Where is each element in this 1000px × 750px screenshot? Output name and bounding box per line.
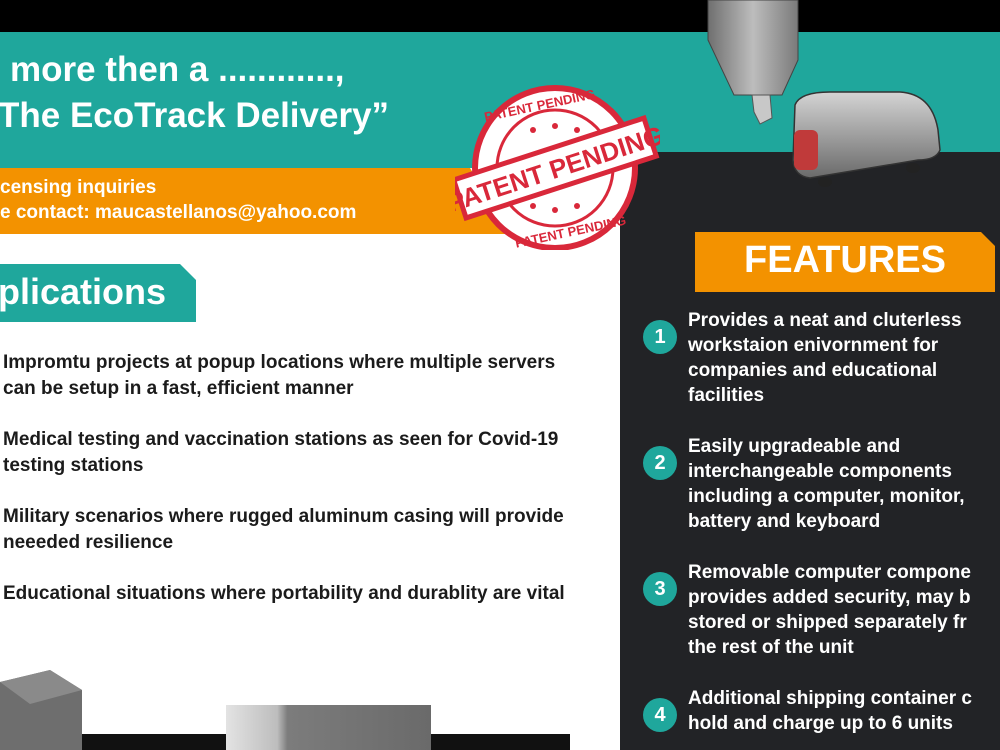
feature-text: Provides a neat and cluterless workstaio… — [688, 308, 1000, 408]
feature-line: interchangeable components — [688, 461, 952, 482]
contact-line-2: e contact: maucastellanos@yahoo.com — [0, 202, 357, 223]
list-item: Military scenarios where rugged aluminum… — [3, 506, 564, 553]
feature-text: Removable computer compone provides adde… — [688, 560, 1000, 660]
feature-line: the rest of the unit — [688, 637, 854, 658]
feature-line: including a computer, monitor, — [688, 486, 965, 507]
feature-line: battery and keyboard — [688, 511, 881, 532]
feature-line: workstaion enivornment for — [688, 335, 939, 356]
applications-list: Impromtu projects at popup locations whe… — [3, 350, 573, 632]
feature-line: provides added security, may b — [688, 587, 971, 608]
feature-line: Easily upgradeable and — [688, 436, 901, 457]
feature-number-badge: 3 — [643, 572, 677, 606]
feature-line: Provides a neat and cluterless — [688, 310, 962, 331]
features-tab — [695, 232, 995, 292]
feature-line: Removable computer compone — [688, 562, 971, 583]
product-top-image — [707, 0, 941, 187]
feature-number-badge: 4 — [643, 698, 677, 732]
product-bottom-left-image — [0, 670, 82, 750]
list-item: Medical testing and vaccination stations… — [3, 429, 559, 476]
patent-pending-stamp: PATENT PENDING PATENT PENDING PATENT PEN… — [455, 85, 660, 250]
feature-text: Easily upgradeable and interchangeable c… — [688, 434, 1000, 534]
applications-tab — [0, 264, 196, 322]
applications-title: plications — [0, 271, 167, 312]
product-bottom-mid-image — [226, 705, 431, 750]
feature-line: stored or shipped separately fr — [688, 612, 967, 633]
list-item: Impromtu projects at popup locations whe… — [3, 352, 556, 399]
list-item: Educational situations where portability… — [3, 583, 565, 604]
features-title: FEATURES — [744, 239, 946, 281]
headline-line-2: The EcoTrack Delivery” — [0, 96, 390, 135]
headline-line-1: more then a ............, — [10, 50, 345, 89]
feature-line: companies and educational — [688, 360, 938, 381]
feature-number-badge: 1 — [643, 320, 677, 354]
contact-line-1: censing inquiries — [0, 177, 157, 198]
contact-band — [0, 168, 510, 234]
feature-text: Additional shipping container c hold and… — [688, 686, 1000, 736]
feature-line: facilities — [688, 385, 765, 406]
feature-line: hold and charge up to 6 units — [688, 713, 953, 734]
feature-line: Additional shipping container c — [688, 688, 972, 709]
top-black-bar — [0, 0, 1000, 32]
feature-number-badge: 2 — [643, 446, 677, 480]
